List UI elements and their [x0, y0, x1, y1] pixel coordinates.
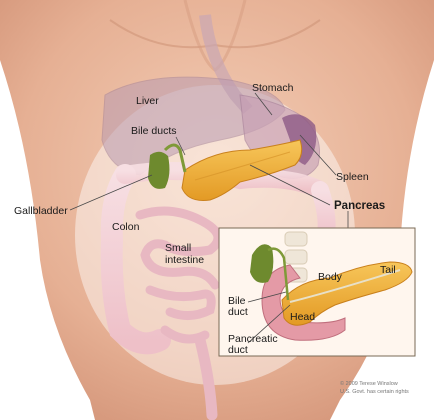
duodenum	[261, 264, 346, 341]
label-small-intestine-2: intestine	[165, 254, 205, 266]
colon	[100, 164, 171, 355]
label-bile-duct-1: Bile	[228, 295, 246, 307]
pancreas-inset-organ	[281, 261, 413, 326]
label-liver: Liver	[136, 95, 159, 107]
label-head: Head	[290, 311, 316, 323]
pancreas-main	[181, 139, 303, 201]
label-body: Body	[318, 271, 342, 283]
label-pancreatic-duct-2: duct	[228, 344, 248, 356]
label-gallbladder: Gallbladder	[14, 205, 68, 217]
label-small-intestine-1: Small	[165, 242, 192, 254]
label-bile-duct-2: duct	[228, 306, 248, 318]
spleen	[282, 114, 317, 165]
label-spleen: Spleen	[336, 171, 369, 183]
copyright-line-1: © 2009 Terese Winslow	[340, 381, 398, 387]
gallbladder-inset	[250, 244, 274, 283]
copyright-line-2: U.S. Govt. has certain rights	[340, 389, 409, 395]
label-colon: Colon	[112, 221, 140, 233]
label-stomach: Stomach	[252, 82, 294, 94]
gallbladder-main	[148, 151, 170, 189]
label-pancreatic-duct-1: Pancreatic	[228, 333, 278, 345]
small-intestine	[135, 206, 223, 420]
torso-shadow-left	[0, 60, 95, 420]
label-bile-ducts: Bile ducts	[131, 125, 177, 137]
label-tail: Tail	[380, 264, 396, 276]
label-pancreas: Pancreas	[334, 200, 386, 212]
